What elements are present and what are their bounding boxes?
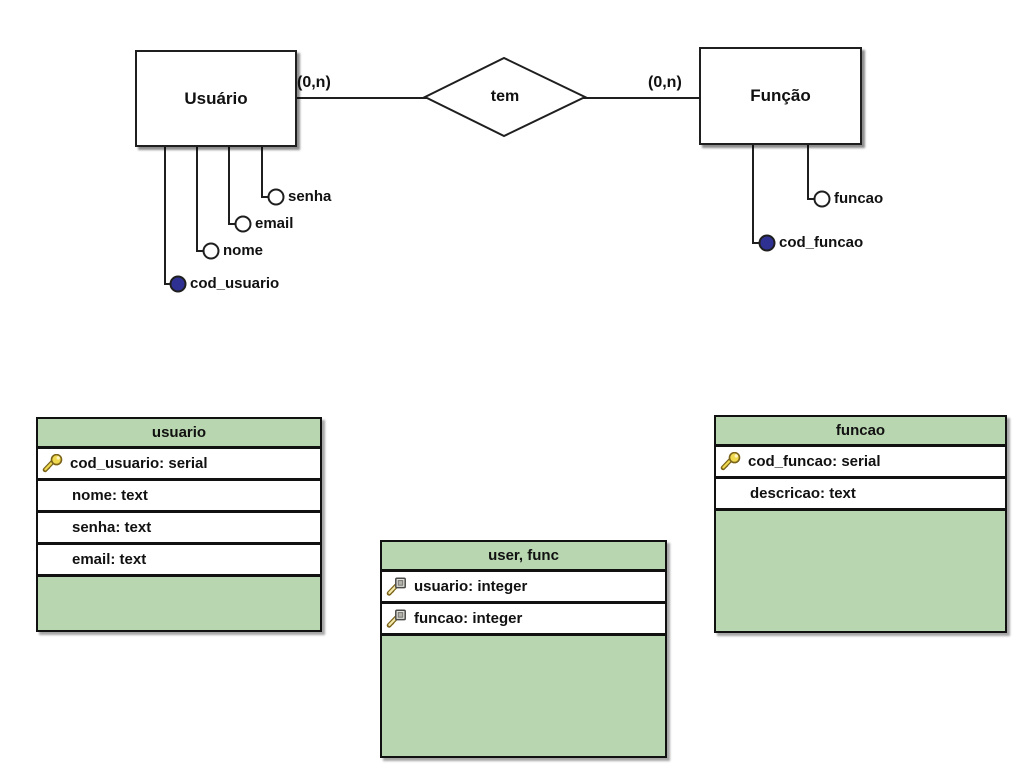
column-label: descricao: text — [750, 485, 856, 502]
column-label: usuario: integer — [414, 578, 528, 595]
table-row[interactable]: descricao: text — [716, 479, 1005, 511]
column-label: email: text — [72, 551, 147, 568]
attribute-connector-cod-funcao — [752, 141, 759, 244]
table-row[interactable]: senha: text — [38, 513, 320, 545]
entity-usuario[interactable]: Usuário — [135, 50, 297, 147]
primary-foreign-key-icon — [386, 576, 406, 596]
column-label: cod_funcao: serial — [748, 453, 881, 470]
table-usuario-footer — [38, 577, 320, 630]
cardinality-right-label: (0,n) — [648, 74, 682, 91]
attribute-node-funcao[interactable] — [813, 190, 831, 208]
primary-key-icon — [720, 451, 741, 470]
table-row[interactable]: usuario: integer — [382, 572, 665, 604]
table-row[interactable]: cod_funcao: serial — [716, 447, 1005, 479]
table-user-func-footer — [382, 636, 665, 756]
cardinality-left-label: (0,n) — [297, 74, 331, 91]
primary-key-icon — [42, 453, 63, 472]
attribute-label-senha: senha — [288, 188, 332, 205]
table-user-func-title: user, func — [488, 547, 559, 564]
attribute-node-nome[interactable] — [202, 242, 220, 260]
attribute-label-nome: nome — [223, 242, 264, 259]
column-label: cod_usuario: serial — [70, 455, 208, 472]
primary-foreign-key-icon — [386, 608, 406, 628]
attribute-connector-cod-usuario — [164, 143, 170, 285]
table-user-func[interactable]: user, func usuario: integer func — [380, 540, 667, 758]
table-row[interactable]: cod_usuario: serial — [38, 449, 320, 481]
table-row[interactable]: funcao: integer — [382, 604, 665, 636]
attribute-connector-nome — [196, 143, 203, 252]
table-funcao-footer — [716, 511, 1005, 631]
column-label: funcao: integer — [414, 610, 523, 627]
attribute-node-cod-funcao-key[interactable] — [758, 234, 776, 252]
table-funcao[interactable]: funcao cod_funcao: serial descricao: tex… — [714, 415, 1007, 633]
attribute-connector-funcao — [807, 141, 814, 200]
table-row[interactable]: email: text — [38, 545, 320, 577]
table-user-func-header: user, func — [382, 542, 665, 572]
table-row[interactable]: nome: text — [38, 481, 320, 513]
entity-usuario-label: Usuário — [184, 88, 248, 108]
attribute-connector-senha — [261, 143, 268, 198]
table-usuario-title: usuario — [151, 424, 207, 441]
table-usuario[interactable]: usuario cod_usuario: serial nome: text s… — [36, 417, 322, 632]
attribute-connector-email — [228, 143, 235, 225]
attribute-node-email[interactable] — [234, 215, 252, 233]
column-label: nome: text — [72, 487, 148, 504]
attribute-label-email: email — [255, 215, 294, 232]
table-funcao-header: funcao — [716, 417, 1005, 447]
relationship-name-label: tem — [490, 88, 520, 105]
attribute-label-cod-usuario: cod_usuario — [190, 275, 280, 292]
table-funcao-title: funcao — [835, 422, 886, 439]
entity-funcao-label: Função — [750, 86, 811, 105]
attribute-node-cod-usuario-key[interactable] — [169, 275, 187, 293]
table-usuario-header: usuario — [38, 419, 320, 449]
attribute-label-cod-funcao: cod_funcao — [779, 234, 864, 251]
column-label: senha: text — [72, 519, 152, 536]
relationship-diamond[interactable] — [422, 56, 588, 138]
attribute-label-funcao: funcao — [834, 190, 884, 207]
attribute-node-senha[interactable] — [267, 188, 285, 206]
entity-funcao[interactable]: Função — [699, 47, 862, 145]
